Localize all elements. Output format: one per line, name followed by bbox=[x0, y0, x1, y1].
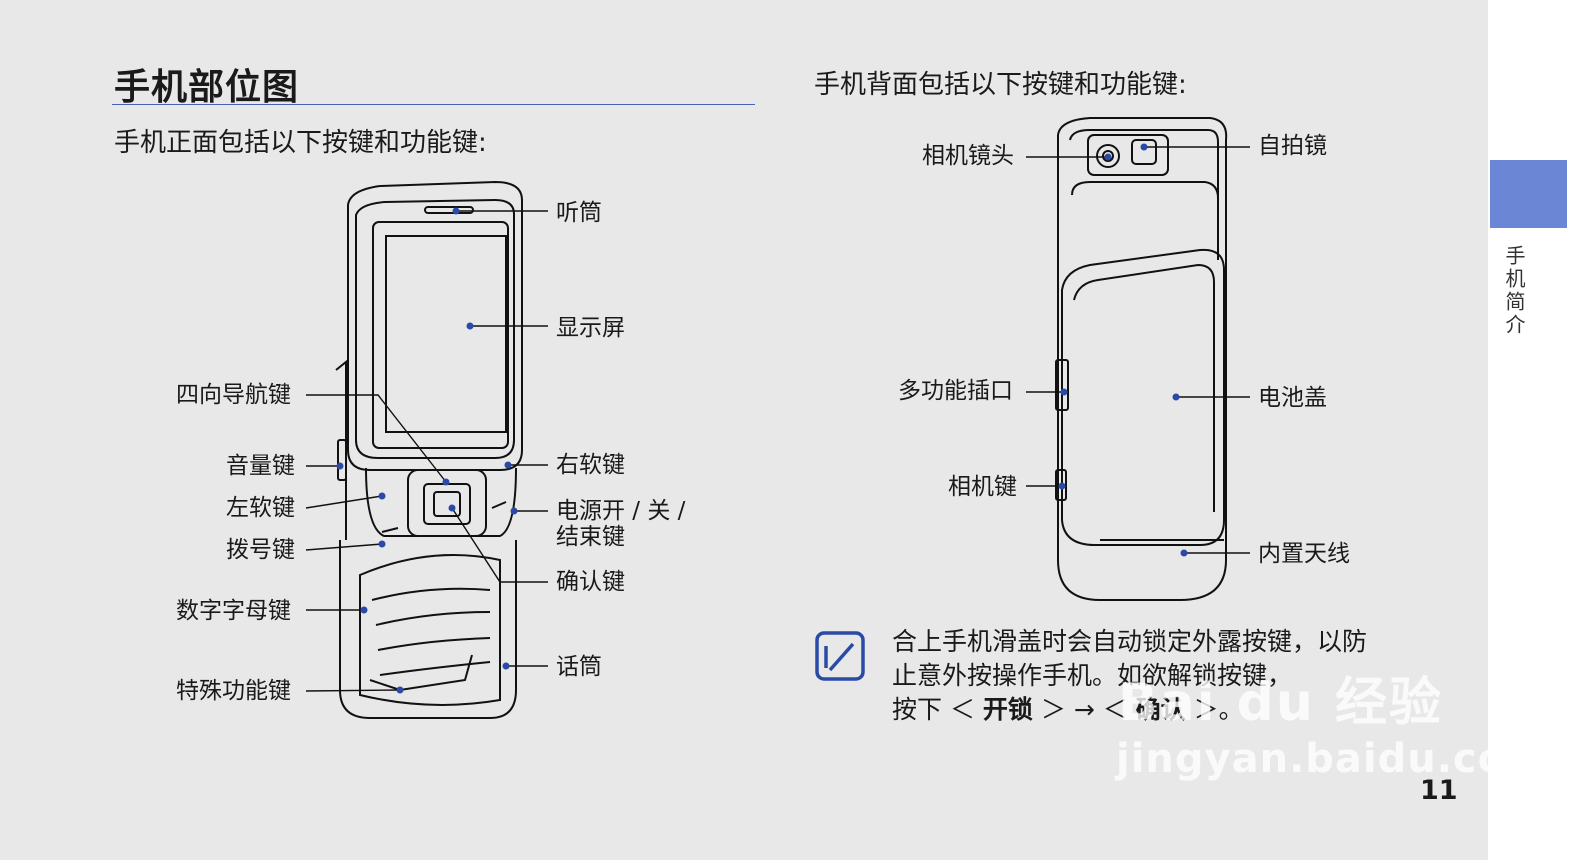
label-antenna: 内置天线 bbox=[1258, 541, 1350, 567]
label-confirm-key: 确认键 bbox=[556, 569, 625, 595]
note-line-3-post: ＞。 bbox=[1193, 695, 1244, 724]
note-text: 合上手机滑盖时会自动锁定外露按键，以防 止意外按操作手机。如欲解锁按键， 按下 … bbox=[892, 625, 1452, 727]
chapter-label: 手机简介 bbox=[1502, 245, 1526, 337]
label-camera-lens: 相机镜头 bbox=[922, 143, 1014, 169]
label-nav-key: 四向导航键 bbox=[176, 382, 291, 408]
leader-dots bbox=[336, 143, 1188, 694]
label-right-soft-key: 右软键 bbox=[556, 452, 625, 478]
label-microphone: 话筒 bbox=[556, 654, 602, 680]
page-title: 手机部位图 bbox=[114, 67, 300, 108]
label-earpiece: 听筒 bbox=[556, 200, 602, 226]
watermark-brand: Bai du 经验 bbox=[1118, 673, 1443, 733]
label-volume-key: 音量键 bbox=[226, 453, 295, 479]
note-line-3-pre: 按下 ＜ bbox=[892, 695, 975, 724]
note-line-3: 按下 ＜ 开锁 ＞ → ＜ 确认 ＞。 bbox=[892, 693, 1452, 727]
label-power-end-key-2: 结束键 bbox=[556, 524, 625, 550]
front-phone-illustration bbox=[335, 180, 523, 719]
label-alphanumeric-keys: 数字字母键 bbox=[176, 598, 291, 624]
label-special-keys: 特殊功能键 bbox=[176, 678, 291, 704]
label-display: 显示屏 bbox=[556, 315, 625, 341]
note-line-3-mid: ＞ → ＜ bbox=[1040, 695, 1128, 724]
label-camera-key: 相机键 bbox=[948, 474, 1017, 500]
note-unlock-key: 开锁 bbox=[982, 695, 1033, 724]
back-intro: 手机背面包括以下按键和功能键: bbox=[814, 70, 1187, 100]
label-dial-key: 拨号键 bbox=[226, 537, 295, 563]
label-battery-cover: 电池盖 bbox=[1258, 385, 1327, 411]
note-line-2: 止意外按操作手机。如欲解锁按键， bbox=[892, 661, 1293, 690]
leader-lines bbox=[305, 146, 1250, 692]
title-underline bbox=[112, 104, 755, 105]
page-number: 11 bbox=[1420, 775, 1458, 806]
note-icon bbox=[815, 631, 865, 681]
watermark-url: jingyan.baidu.com bbox=[1116, 736, 1549, 782]
note-confirm-key: 确认 bbox=[1135, 695, 1186, 724]
chapter-tab bbox=[1490, 160, 1567, 228]
front-intro: 手机正面包括以下按键和功能键: bbox=[114, 128, 487, 158]
sidebar bbox=[1488, 0, 1588, 860]
label-power-end-key: 电源开 / 关 / bbox=[556, 498, 686, 524]
note-line-1: 合上手机滑盖时会自动锁定外露按键，以防 bbox=[892, 627, 1368, 656]
label-mirror: 自拍镜 bbox=[1258, 133, 1327, 159]
back-phone-illustration bbox=[1055, 117, 1228, 601]
label-left-soft-key: 左软键 bbox=[226, 495, 295, 521]
label-multifunction-jack: 多功能插口 bbox=[898, 378, 1013, 404]
